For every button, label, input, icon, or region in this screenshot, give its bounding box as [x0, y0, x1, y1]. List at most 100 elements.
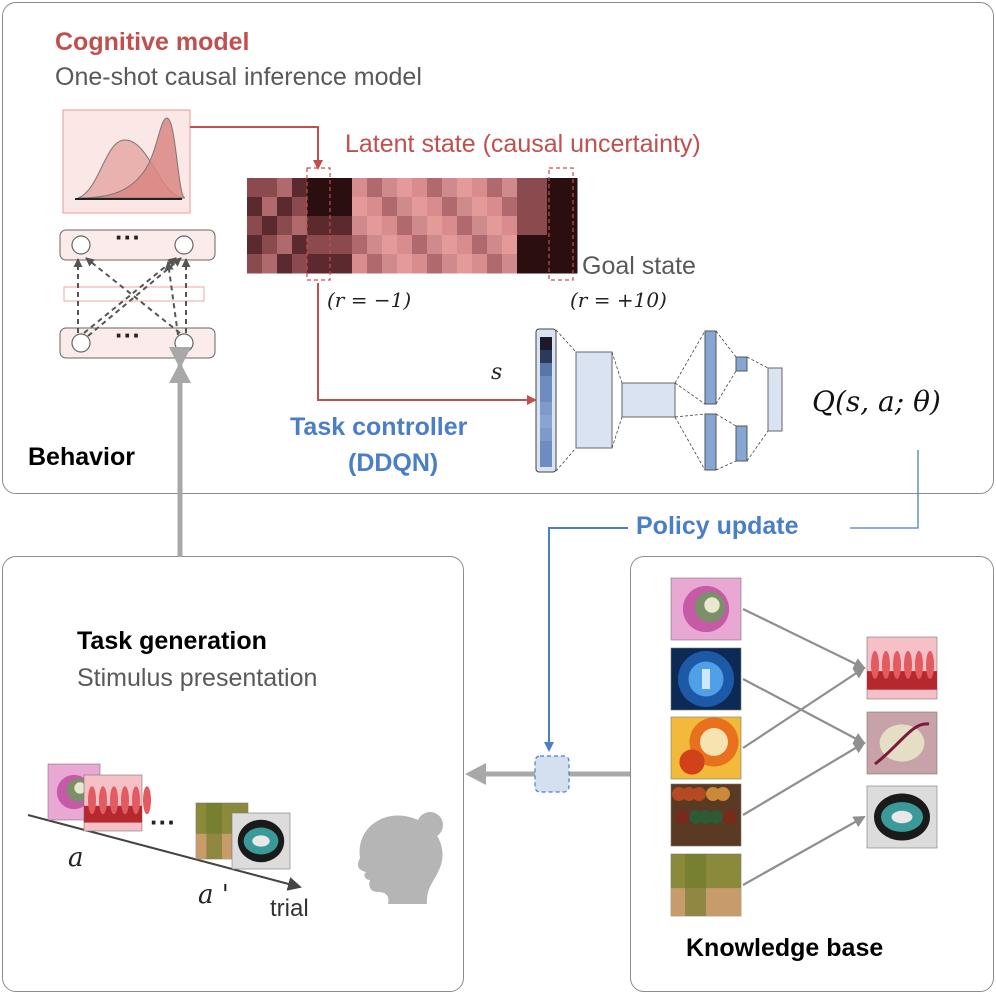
- heatmap-cell: [412, 178, 428, 198]
- ddqn-input-cell: [540, 402, 552, 415]
- heatmap-cell: [412, 197, 428, 217]
- heatmap-cell: [532, 235, 548, 255]
- heatmap-cell: [292, 235, 308, 255]
- heatmap-cell: [532, 197, 548, 217]
- heatmap-cell: [472, 197, 488, 217]
- knowledge-link-arrow: [742, 678, 866, 744]
- ddqn-input-cell: [540, 389, 552, 402]
- state-symbol: s: [491, 360, 503, 385]
- policy-update-arrow: [544, 527, 628, 752]
- heatmap-cell: [262, 254, 278, 274]
- heatmap-cell: [547, 216, 563, 236]
- heatmap-cell: [562, 235, 578, 255]
- heatmap-cell: [247, 254, 263, 274]
- heatmap-cell: [382, 197, 398, 217]
- ddqn-input-cell: [540, 350, 552, 363]
- heatmap-cell: [562, 254, 578, 274]
- heatmap-cell: [502, 178, 518, 198]
- density-plot-icon: [62, 109, 191, 214]
- heatmap-cell: [442, 178, 458, 198]
- heatmap-cell: [307, 254, 323, 274]
- heatmap-cell: [277, 197, 293, 217]
- heatmap-cell: [457, 197, 473, 217]
- stimulus-image-1-front: [83, 774, 151, 832]
- heatmap-cell: [367, 254, 383, 274]
- cognitive-model-title: Cognitive model: [55, 28, 250, 56]
- heatmap-cell: [487, 254, 503, 274]
- heatmap-cell: [442, 235, 458, 255]
- heatmap-cell: [472, 178, 488, 198]
- fractal-orange-spiral: [670, 716, 742, 780]
- heatmap-cell: [472, 254, 488, 274]
- heatmap-cell: [367, 235, 383, 255]
- heatmap-cell: [262, 235, 278, 255]
- network-top-dots: ···: [115, 222, 141, 252]
- heatmap-cell: [472, 235, 488, 255]
- heatmap-cell: [397, 235, 413, 255]
- heatmap-cell: [442, 197, 458, 217]
- heatmap-cell: [517, 178, 533, 198]
- heatmap-cell: [307, 216, 323, 236]
- current-state-marker: [306, 167, 331, 281]
- heatmap-cell: [262, 216, 278, 236]
- heatmap-cell: [442, 254, 458, 274]
- heatmap-cell: [292, 254, 308, 274]
- ddqn-input-cell: [540, 441, 552, 454]
- heatmap-cell: [487, 178, 503, 198]
- heatmap-cell: [547, 197, 563, 217]
- ddqn-input-cell: [540, 454, 552, 467]
- heatmap-cell: [427, 216, 443, 236]
- heatmap-cell: [352, 197, 368, 217]
- heatmap-cell: [517, 235, 533, 255]
- network-icon: [59, 229, 216, 359]
- heatmap-cell: [307, 197, 323, 217]
- ddqn-input-cell: [540, 376, 552, 389]
- q-function-label: Q(s, a; θ): [812, 385, 941, 418]
- knowledge-link-arrow: [742, 741, 866, 816]
- trial-label: trial: [270, 895, 309, 922]
- heatmap-cell: [247, 178, 263, 198]
- goal-state-marker: [548, 167, 574, 281]
- heatmap-cell: [382, 216, 398, 236]
- heatmap-cell: [502, 235, 518, 255]
- heatmap-cell: [382, 235, 398, 255]
- heatmap-cell: [367, 197, 383, 217]
- heatmap-cell: [487, 197, 503, 217]
- heatmap-cell: [367, 216, 383, 236]
- ddqn-input-cell: [540, 428, 552, 441]
- fractal-pink-leaf: [866, 711, 938, 775]
- heatmap-cell: [397, 254, 413, 274]
- heatmap-cell: [352, 235, 368, 255]
- heatmap-cell: [292, 178, 308, 198]
- heatmap-cell: [367, 178, 383, 198]
- cognitive-model-subtitle: One-shot causal inference model: [55, 63, 422, 91]
- latent-state-heatmap: [247, 178, 578, 274]
- heatmap-cell: [442, 216, 458, 236]
- heatmap-cell: [547, 235, 563, 255]
- latent-state-label: Latent state (causal uncertainty): [345, 130, 701, 158]
- knowledge-base-title: Knowledge base: [686, 934, 884, 962]
- heatmap-cell: [547, 254, 563, 274]
- heatmap-cell: [562, 197, 578, 217]
- trial-axis: [27, 814, 302, 891]
- heatmap-cell: [457, 216, 473, 236]
- heatmap-cell: [502, 216, 518, 236]
- heatmap-cell: [352, 216, 368, 236]
- heatmap-cell: [457, 254, 473, 274]
- heatmap-cell: [337, 197, 353, 217]
- fractal-red-fronds: [866, 636, 938, 700]
- action-a-label: a: [68, 843, 84, 873]
- ddqn-input-cell: [540, 415, 552, 428]
- heatmap-cell: [412, 235, 428, 255]
- heatmap-cell: [322, 254, 338, 274]
- heatmap-cell: [457, 178, 473, 198]
- heatmap-cell: [277, 178, 293, 198]
- fractal-spiral-pink: [670, 577, 742, 641]
- heatmap-cell: [352, 254, 368, 274]
- heatmap-cell: [337, 216, 353, 236]
- human-head-icon: [358, 812, 443, 904]
- heatmap-cell: [307, 178, 323, 198]
- heatmap-cell: [427, 235, 443, 255]
- ddqn-network-icon: [535, 328, 783, 473]
